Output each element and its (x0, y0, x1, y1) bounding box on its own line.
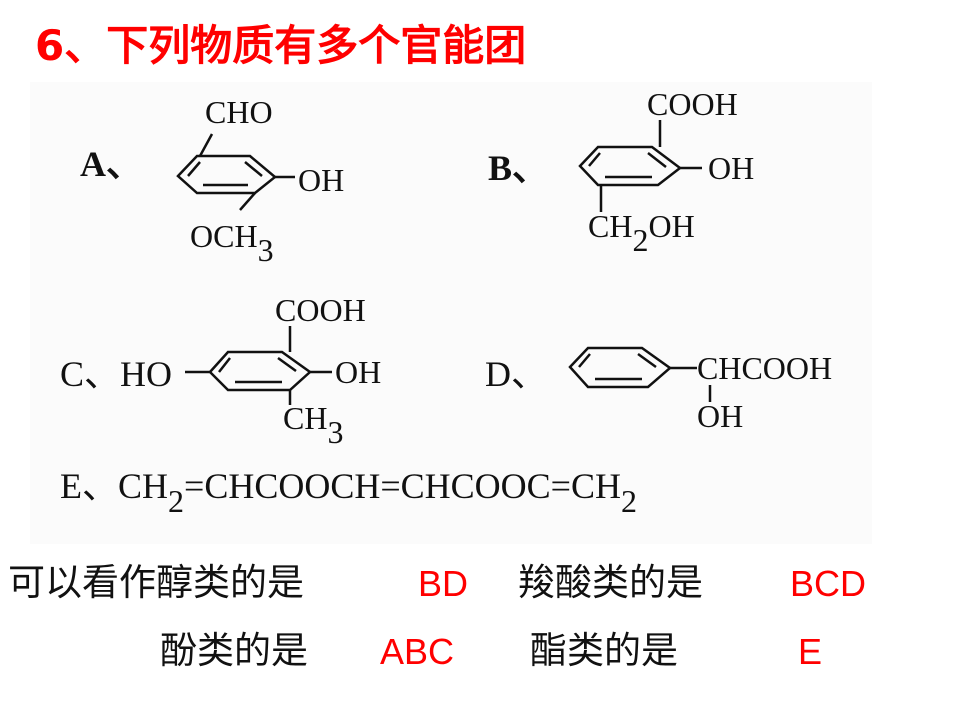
phenol-question: 酚类的是 (160, 629, 308, 672)
e-text-2: =CHCOOCH=CHCOOC=CH (184, 466, 621, 506)
e-sub-2: 2 (621, 483, 637, 519)
a-group-bottom: OCH3 (190, 218, 274, 266)
d-group-bottom: OH (697, 398, 744, 434)
label-a: A、 (80, 144, 142, 184)
c-group-top: COOH (275, 292, 366, 328)
a-bottom-sub: 3 (257, 232, 274, 268)
b-group-top: COOH (647, 86, 738, 122)
label-b: B、 (488, 148, 549, 188)
alcohol-answer: BD (418, 563, 469, 604)
e-sub-1: 2 (168, 483, 185, 519)
b-group-right: OH (708, 150, 755, 186)
c-group-bottom: CH3 (283, 400, 343, 448)
c-group-right: OH (335, 354, 382, 390)
ester-answer: E (798, 631, 823, 672)
b-bottom-sub: 2 (632, 222, 649, 258)
b-group-bottom: CH2OH (588, 208, 695, 256)
structures-figure (30, 82, 872, 544)
b-bottom-text: CH (588, 208, 633, 244)
e-text-1: E、CH (60, 466, 169, 506)
b-bottom-tail: OH (648, 208, 695, 244)
ester-question: 酯类的是 (530, 629, 678, 672)
a-bottom-text: OCH (190, 218, 258, 254)
label-c: C、HO (60, 354, 173, 394)
c-bottom-sub: 3 (327, 414, 344, 450)
formula-e: E、CH2=CHCOOCH=CHCOOC=CH2 (60, 466, 637, 517)
slide-title: 6、下列物质有多个官能团 (35, 21, 527, 70)
a-group-right: OH (298, 162, 345, 198)
phenol-answer: ABC (380, 631, 455, 672)
d-group-right: CHCOOH (697, 350, 833, 386)
c-bottom-text: CH (283, 400, 328, 436)
acid-answer: BCD (790, 563, 867, 604)
a-group-top: CHO (205, 94, 273, 130)
acid-question: 羧酸类的是 (518, 561, 703, 604)
label-d: D、 (485, 354, 547, 394)
alcohol-question: 可以看作醇类的是 (8, 561, 304, 604)
